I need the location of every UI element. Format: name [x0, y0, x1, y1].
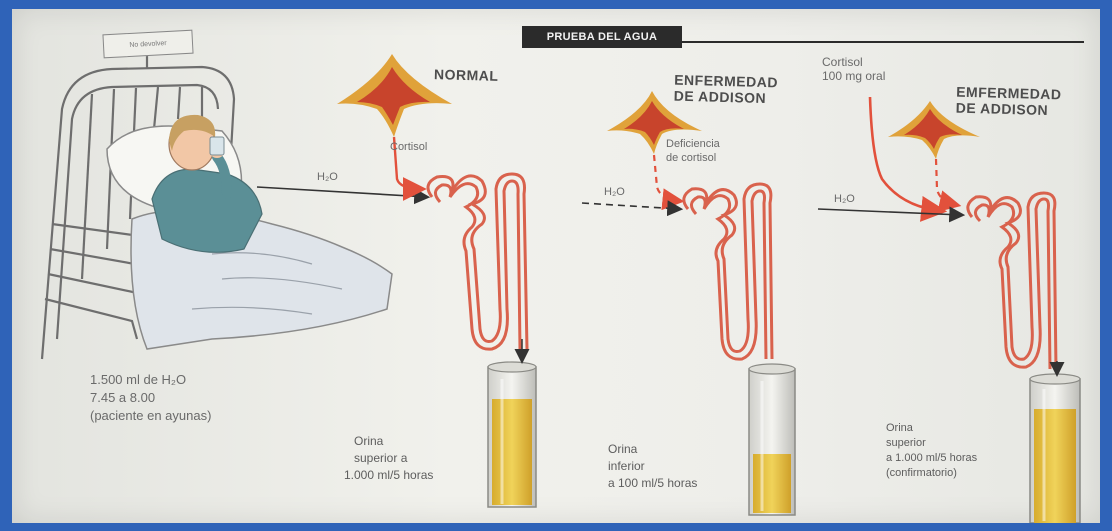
water-label: H₂O: [604, 185, 625, 199]
result-caption-addison: Orina inferior a 100 ml/5 horas: [608, 441, 697, 492]
title-rule: [682, 41, 1084, 43]
graduated-cylinder-icon: [488, 339, 536, 507]
patient-drinking-icon: [107, 115, 392, 349]
cortisol-label: Cortisol: [390, 140, 427, 154]
patient-note-line: 1.500 ml de H₂O: [90, 371, 211, 389]
panel-heading-normal: NORMAL: [434, 66, 499, 84]
patient-note-line: 7.45 a 8.00: [90, 389, 211, 407]
nephron-icon: [968, 193, 1056, 369]
graduated-cylinder-icon: [1030, 361, 1080, 523]
water-arrow: [582, 203, 680, 209]
patient-note-line: (paciente en ayunas): [90, 407, 211, 425]
nephron-icon: [684, 184, 772, 359]
panel-heading-addison: ENFERMEDAD DE ADDISON: [674, 72, 779, 107]
graduated-cylinder-icon: [749, 364, 795, 515]
result-caption-confirmatory: Orina superior a 1.000 ml/5 horas (confi…: [886, 421, 977, 481]
patient-notes: 1.500 ml de H₂O 7.45 a 8.00 (paciente en…: [90, 371, 211, 425]
bed-sign: No devolver: [102, 30, 193, 59]
water-arrow: [257, 187, 427, 197]
poster-sheet: PRUEBA DEL AGUA No devolver 1.500 ml de …: [12, 9, 1100, 523]
nephron-icon: [428, 174, 527, 349]
result-caption-normal: Orina superior a 1.000 ml/5 horas: [344, 433, 484, 484]
poster-title: PRUEBA DEL AGUA: [522, 26, 682, 48]
panel-heading-addison-treated: EMFERMEDAD DE ADDISON: [956, 84, 1062, 119]
water-label: H₂O: [834, 192, 855, 206]
oral-cortisol-label: Cortisol 100 mg oral: [822, 55, 885, 83]
deficiency-label: Deficiencia de cortisol: [666, 137, 720, 165]
water-label: H₂O: [317, 170, 338, 184]
deficient-cortisol-arrow: [936, 159, 957, 205]
